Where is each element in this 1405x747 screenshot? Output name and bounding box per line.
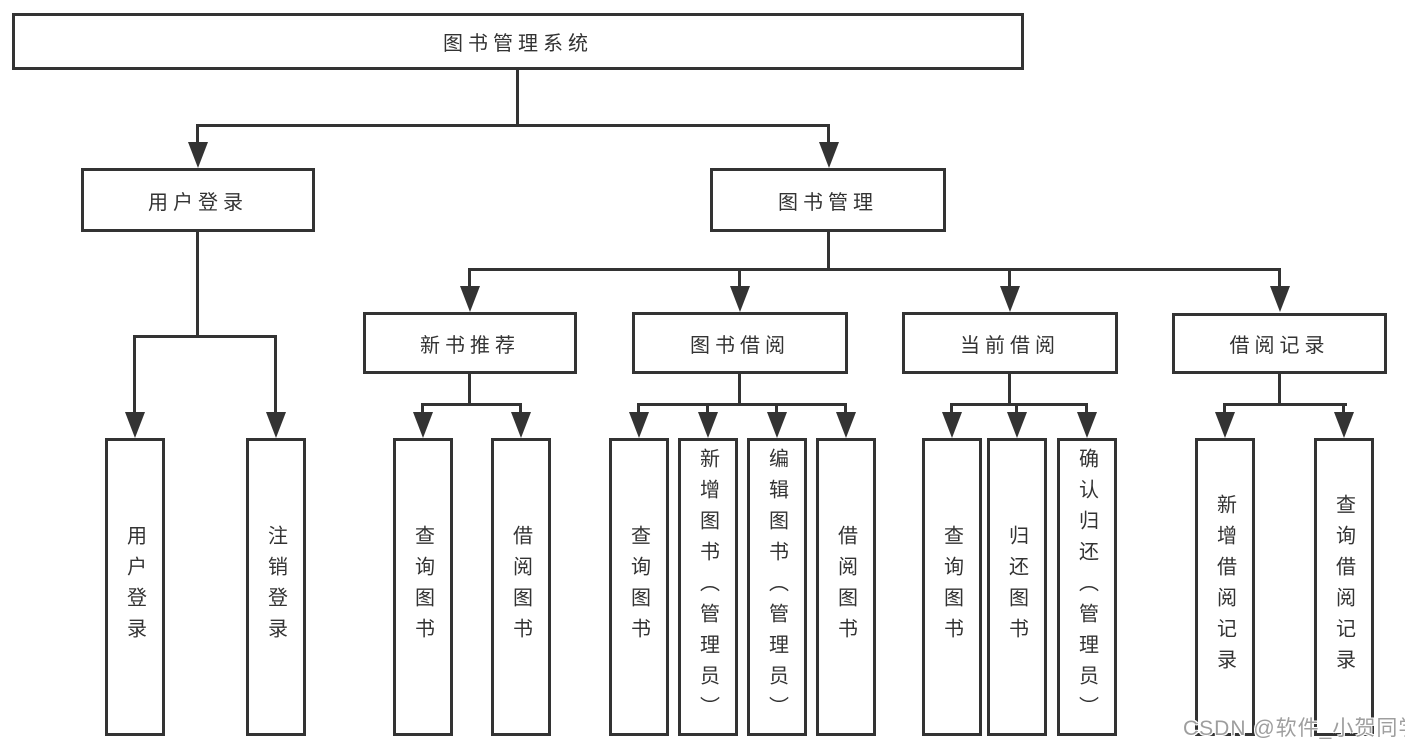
csdn-watermark: CSDN @软件_小贺同学: [1183, 717, 1405, 740]
arrowhead-down-icon: [1334, 412, 1354, 438]
leaf-borrow-books: 借阅图书: [816, 438, 876, 736]
arrowhead-down-icon: [1270, 286, 1290, 312]
connector-line: [196, 232, 199, 335]
leaf-borrow-books-recommend: 借阅图书: [491, 438, 551, 736]
connector-line: [133, 335, 277, 338]
node-label: 编辑图书（管理员）: [765, 447, 788, 727]
connector-line: [421, 403, 424, 415]
arrowhead-down-icon: [767, 412, 787, 438]
connector-line: [775, 403, 778, 415]
connector-line: [950, 403, 1088, 406]
connector-line: [1015, 403, 1018, 415]
node-label: 新增借阅记录: [1213, 494, 1236, 680]
leaf-add-books-admin: 新增图书（管理员）: [678, 438, 738, 736]
leaf-add-borrow-record: 新增借阅记录: [1195, 438, 1255, 736]
connector-line: [1008, 374, 1011, 403]
arrowhead-down-icon: [730, 286, 750, 312]
connector-line: [1278, 374, 1281, 403]
node-book-borrowing: 图书借阅: [632, 312, 848, 374]
connector-line: [274, 335, 277, 414]
node-label: 图书借阅: [690, 334, 790, 357]
leaf-user-login: 用户登录: [105, 438, 165, 736]
node-new-book-recommend: 新书推荐: [363, 312, 577, 374]
arrowhead-down-icon: [1215, 412, 1235, 438]
node-root-library-system: 图书管理系统: [12, 13, 1024, 70]
arrowhead-down-icon: [819, 142, 839, 168]
leaf-edit-books-admin: 编辑图书（管理员）: [747, 438, 807, 736]
connector-line: [468, 374, 471, 403]
arrowhead-down-icon: [629, 412, 649, 438]
arrowhead-down-icon: [188, 142, 208, 168]
connector-line: [196, 124, 199, 144]
arrowhead-down-icon: [698, 412, 718, 438]
leaf-query-books-recommend: 查询图书: [393, 438, 453, 736]
node-label: 确认归还（管理员）: [1075, 447, 1098, 727]
node-borrowing-records: 借阅记录: [1172, 313, 1387, 374]
arrowhead-down-icon: [942, 412, 962, 438]
node-user-login: 用户登录: [81, 168, 315, 232]
connector-line: [421, 403, 522, 406]
leaf-confirm-return-admin: 确认归还（管理员）: [1057, 438, 1117, 736]
node-label: 图书管理系统: [443, 33, 593, 55]
arrowhead-down-icon: [1007, 412, 1027, 438]
connector-line: [950, 403, 953, 415]
node-label: 借阅图书: [509, 525, 532, 649]
node-label: 查询图书: [627, 525, 650, 649]
connector-line: [468, 268, 471, 290]
node-book-management: 图书管理: [710, 168, 946, 232]
connector-line: [827, 124, 830, 144]
connector-line: [196, 124, 830, 127]
leaf-query-books-borrowing: 查询图书: [609, 438, 669, 736]
connector-line: [468, 268, 1281, 271]
connector-line: [637, 403, 847, 406]
connector-line: [637, 403, 640, 415]
node-label: 查询借阅记录: [1332, 494, 1355, 680]
arrowhead-down-icon: [836, 412, 856, 438]
node-label: 新增图书（管理员）: [696, 447, 719, 727]
arrowhead-down-icon: [266, 412, 286, 438]
leaf-query-borrow-record: 查询借阅记录: [1314, 438, 1374, 736]
arrowhead-down-icon: [1000, 286, 1020, 312]
connector-line: [1342, 403, 1345, 415]
connector-line: [738, 268, 741, 290]
arrowhead-down-icon: [1077, 412, 1097, 438]
node-label: 归还图书: [1005, 525, 1028, 649]
node-label: 当前借阅: [960, 334, 1060, 357]
connector-line: [844, 403, 847, 415]
connector-line: [827, 232, 830, 268]
node-label: 图书管理: [778, 191, 878, 214]
node-label: 用户登录: [148, 191, 248, 214]
node-current-borrowing: 当前借阅: [902, 312, 1118, 374]
leaf-return-books: 归还图书: [987, 438, 1047, 736]
arrowhead-down-icon: [511, 412, 531, 438]
node-label: 查询图书: [411, 525, 434, 649]
connector-line: [706, 403, 709, 415]
connector-line: [1223, 403, 1347, 406]
connector-line: [738, 374, 741, 403]
connector-line: [1008, 268, 1011, 290]
node-label: 借阅记录: [1229, 335, 1330, 357]
node-label: 借阅图书: [834, 525, 857, 649]
connector-line: [516, 70, 519, 124]
connector-line: [1223, 403, 1226, 415]
node-label: 新书推荐: [420, 334, 520, 357]
connector-line: [519, 403, 522, 415]
arrowhead-down-icon: [413, 412, 433, 438]
connector-line: [1278, 268, 1281, 290]
node-label: 用户登录: [123, 525, 146, 649]
arrowhead-down-icon: [125, 412, 145, 438]
connector-line: [1085, 403, 1088, 415]
node-label: 注销登录: [264, 525, 287, 649]
arrowhead-down-icon: [460, 286, 480, 312]
node-label: 查询图书: [940, 525, 963, 649]
leaf-query-books-current: 查询图书: [922, 438, 982, 736]
leaf-logout: 注销登录: [246, 438, 306, 736]
connector-line: [133, 335, 136, 414]
